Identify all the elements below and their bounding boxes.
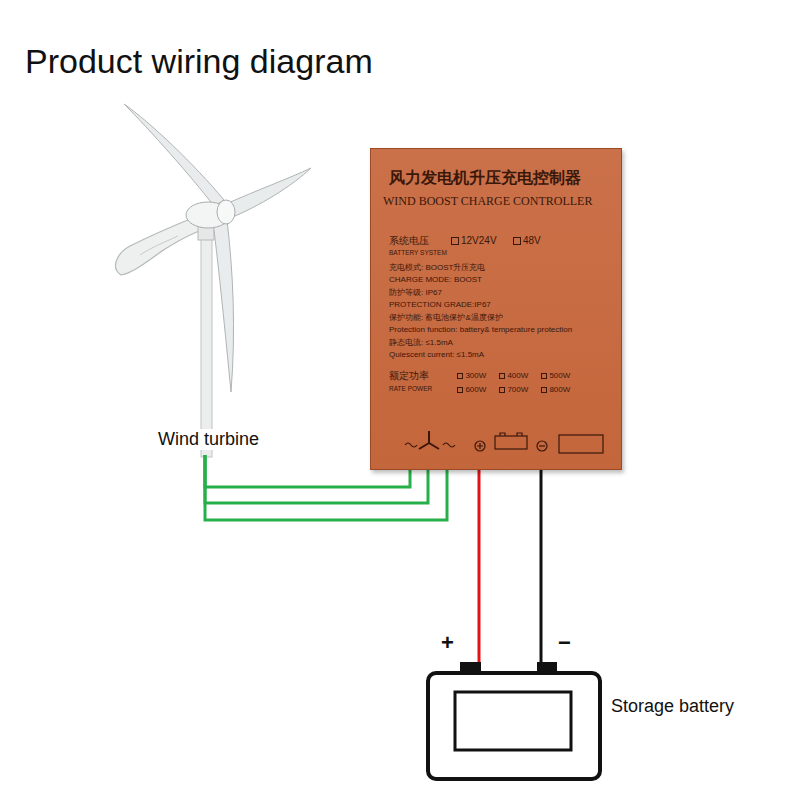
ac-symbol	[443, 443, 455, 447]
spec-line: CHARGE MODE: BOOST	[389, 275, 482, 284]
diagram-title: Product wiring diagram	[25, 42, 373, 81]
blade	[226, 168, 311, 219]
battery-outline	[425, 662, 603, 782]
tail-fin-edge	[140, 236, 178, 255]
controller-title-en: WIND BOOST CHARGE CONTROLLER	[383, 195, 592, 209]
spec-label: 系统电压	[389, 235, 429, 247]
spec-line: PROTECTION GRADE:IP67	[389, 300, 491, 309]
blade	[213, 220, 234, 392]
terminal-polarity: +	[441, 630, 454, 656]
battery-label: Storage battery	[611, 696, 734, 717]
load-terminal-box	[559, 435, 603, 453]
terminal-polarity: −	[558, 630, 571, 656]
power-option: 400W	[499, 371, 528, 380]
spec-line: 保护功能: 蓄电池保护&温度保护	[389, 313, 503, 322]
power-option: 800W	[541, 385, 570, 394]
blade	[124, 104, 224, 206]
plus-sign	[477, 443, 483, 449]
battery-inner-frame	[455, 692, 571, 750]
spec-line: Quiescent current: ≤1.5mA	[389, 350, 484, 359]
wind-turbine-drawing	[116, 104, 311, 457]
fan-symbol	[419, 431, 439, 449]
turbine-label: Wind turbine	[155, 429, 262, 450]
minus-terminal	[537, 441, 547, 451]
controller-title-cn: 风力发电机升压充电控制器	[389, 169, 581, 187]
spec-line: 静态电流: ≤1.5mA	[389, 338, 453, 347]
spec-line: 充电模式: BOOST升压充电	[389, 263, 485, 272]
spec-line: Protection function: battery& temperatur…	[389, 325, 572, 334]
power-option: 300W	[457, 371, 486, 380]
voltage-option: 48V	[513, 235, 541, 247]
battery-cable	[540, 470, 543, 662]
charge-controller: 风力发电机升压充电控制器 WIND BOOST CHARGE CONTROLLER…	[370, 148, 622, 470]
plus-terminal	[475, 441, 485, 451]
terminal-symbol-group	[405, 431, 603, 453]
ac-symbol	[405, 443, 417, 447]
hub	[217, 200, 235, 224]
voltage-option: 12V24V	[451, 235, 497, 247]
spec-line: 防护等级: IP67	[389, 288, 442, 297]
battery-cable	[478, 470, 481, 662]
battery-body	[428, 673, 600, 779]
spec-label: 额定功率	[389, 370, 429, 382]
spec-label: BATTERY SYSTEM	[389, 249, 447, 256]
tower-pole	[201, 225, 212, 457]
power-option: 500W	[541, 371, 570, 380]
wind-turbine: Wind turbine	[110, 95, 320, 455]
power-option: 600W	[457, 385, 486, 394]
power-option: 700W	[499, 385, 528, 394]
spec-label: RATE POWER	[389, 385, 432, 392]
battery-symbol-terminals	[500, 433, 522, 436]
storage-battery: Storage battery	[425, 662, 603, 782]
minus-sign	[539, 445, 545, 446]
battery-symbol	[495, 436, 527, 449]
